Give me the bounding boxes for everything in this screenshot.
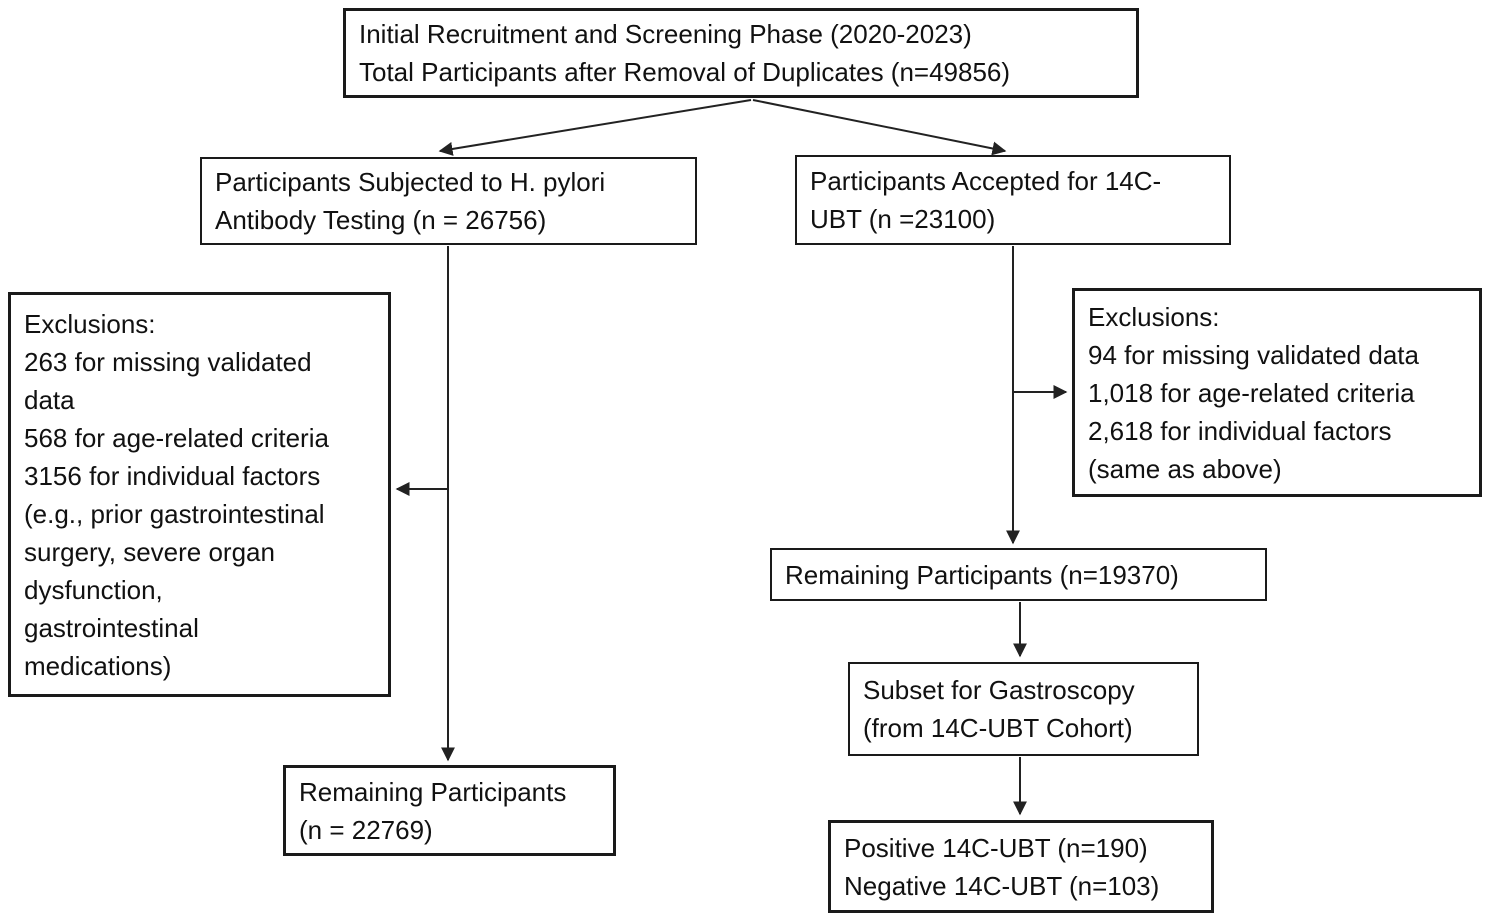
text-line: UBT (n =23100) [810, 204, 996, 234]
text-line: 1,018 for age-related criteria [1088, 377, 1415, 408]
text-line: Participants Subjected to H. pylori [215, 167, 606, 197]
node-ubt-results: Positive 14C-UBT (n=190) Negative 14C-UB… [828, 820, 1214, 913]
text-line: (e.g., prior gastrointestinal [24, 498, 325, 529]
node-exclusions-antibody: Exclusions: 263 for missing validated da… [8, 292, 391, 697]
text-line: 94 for missing validated data [1088, 339, 1419, 370]
text-line: Negative 14C-UBT (n=103) [844, 870, 1160, 901]
text-line: Exclusions: [24, 308, 156, 339]
node-remaining-ubt: Remaining Participants (n=19370) [770, 548, 1267, 601]
node-initial-screening: Initial Recruitment and Screening Phase … [343, 8, 1139, 98]
text-line: 263 for missing validated [24, 346, 312, 377]
text-line: gastrointestinal [24, 612, 199, 643]
text-line: 3156 for individual factors [24, 460, 321, 491]
text-line: 568 for age-related criteria [24, 422, 329, 453]
text-line: Total Participants after Removal of Dupl… [359, 57, 1011, 87]
text-line: Exclusions: [1088, 301, 1220, 332]
text-line: Positive 14C-UBT (n=190) [844, 832, 1148, 863]
edge-initial-to-ubt [752, 99, 1007, 156]
text-line: medications) [24, 650, 172, 681]
node-14c-ubt-accepted: Participants Accepted for 14C- UBT (n =2… [795, 155, 1231, 245]
text-line: Subset for Gastroscopy [863, 675, 1135, 705]
text-line: Participants Accepted for 14C- [810, 166, 1162, 196]
text-line: 2,618 for individual factors [1088, 415, 1392, 446]
edge-initial-to-antibody [438, 99, 752, 156]
text-line: Remaining Participants [299, 776, 567, 807]
text-line: (n = 22769) [299, 814, 433, 845]
node-hpylori-antibody-testing: Participants Subjected to H. pylori Anti… [200, 157, 697, 245]
text-line: surgery, severe organ [24, 536, 275, 567]
node-exclusions-ubt: Exclusions: 94 for missing validated dat… [1072, 288, 1482, 497]
text-line: Initial Recruitment and Screening Phase … [359, 19, 972, 49]
text-line: Remaining Participants (n=19370) [785, 559, 1179, 590]
text-line: (same as above) [1088, 453, 1282, 484]
text-line: data [24, 384, 75, 415]
node-remaining-antibody: Remaining Participants (n = 22769) [283, 765, 616, 856]
text-line: Antibody Testing (n = 26756) [215, 205, 547, 235]
node-gastroscopy-subset: Subset for Gastroscopy (from 14C-UBT Coh… [848, 662, 1199, 756]
text-line: (from 14C-UBT Cohort) [863, 713, 1133, 743]
text-line: dysfunction, [24, 574, 163, 605]
